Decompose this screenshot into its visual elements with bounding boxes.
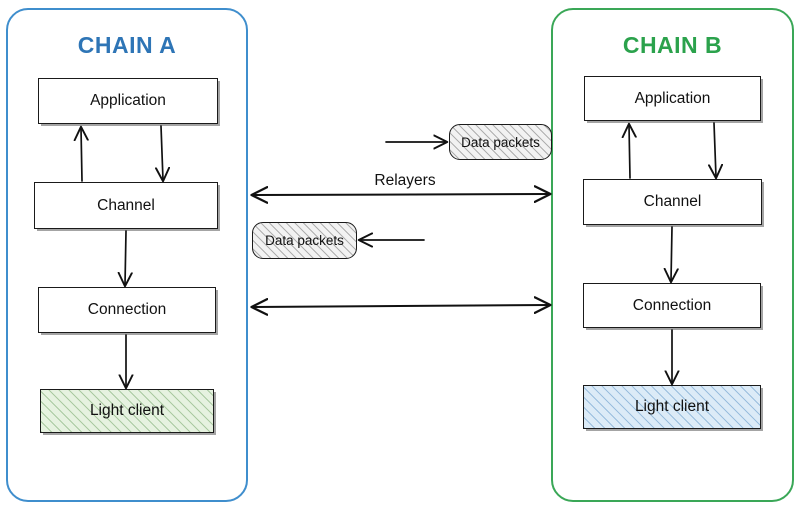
data-packet-box-upper: Data packets xyxy=(449,124,552,160)
chain-a-light-client-label: Light client xyxy=(89,402,165,419)
chain-b-light-client-label: Light client xyxy=(634,398,710,415)
chain-b-connection-box: Connection xyxy=(583,283,761,328)
chain-b-channel-label: Channel xyxy=(643,193,702,210)
chain-a-application-box: Application xyxy=(38,78,218,124)
relayers-label: Relayers xyxy=(374,172,436,189)
arrow-relayers-bidirectional xyxy=(253,194,549,195)
chain-b-application-label: Application xyxy=(634,89,711,107)
chain-b-light-client-box: Light client xyxy=(583,385,761,429)
chain-a-channel-box: Channel xyxy=(34,182,218,229)
chain-a-connection-label: Connection xyxy=(87,301,167,318)
data-packet-lower-label: Data packets xyxy=(265,233,344,248)
chain-b-application-box: Application xyxy=(584,76,761,121)
data-packet-box-lower: Data packets xyxy=(252,222,357,259)
chain-a-connection-box: Connection xyxy=(38,287,216,333)
chain-a-application-label: Application xyxy=(90,92,166,109)
data-packet-upper-label: Data packets xyxy=(461,134,540,150)
chain-b-title: CHAIN B xyxy=(622,32,723,58)
chain-a-channel-label: Channel xyxy=(97,196,155,214)
chain-b-channel-box: Channel xyxy=(583,179,762,225)
chain-a-light-client-box: Light client xyxy=(40,389,214,433)
chain-b-connection-label: Connection xyxy=(632,296,712,314)
arrow-connection-bidirectional xyxy=(253,305,549,307)
chain-a-title: CHAIN A xyxy=(77,32,177,58)
